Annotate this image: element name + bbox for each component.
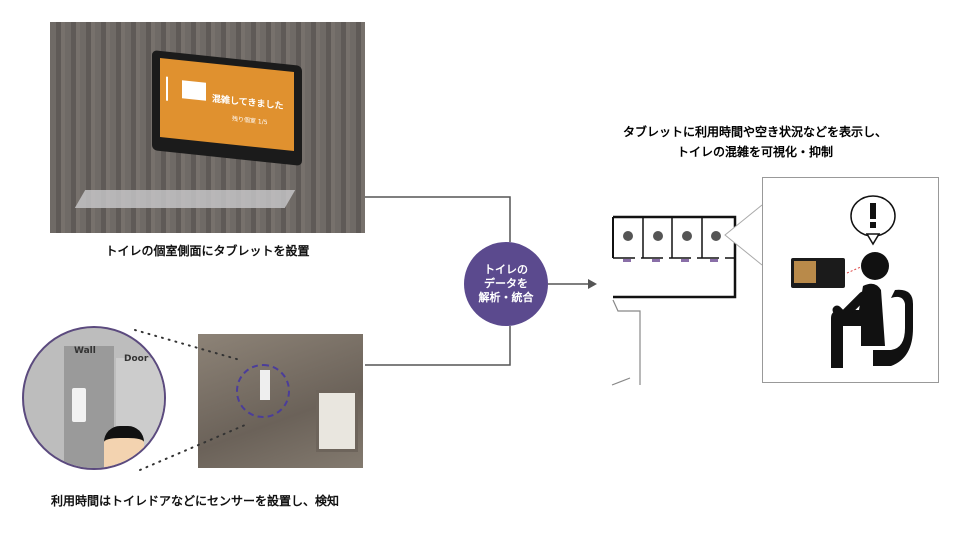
callout-pointer — [724, 204, 763, 266]
right-title: タブレットに利用時間や空き状況などを表示し、 トイレの混雑を可視化・抑制 — [560, 122, 950, 162]
flow-line-bottom — [365, 326, 511, 366]
hub-line-2: データを — [484, 277, 528, 290]
sensor-highlight-circle — [236, 364, 290, 418]
zoom-line-top — [134, 329, 241, 361]
zoom-line-bottom — [139, 424, 246, 471]
person-head-icon — [104, 426, 144, 468]
flow-line-top — [365, 196, 511, 242]
door-sensor-marks — [623, 259, 718, 262]
person-sitting-on-toilet-icon — [791, 195, 913, 368]
toilet-icons — [623, 231, 721, 241]
tablet-small-icon — [791, 258, 864, 288]
sensor-photo — [198, 334, 363, 468]
right-title-line-1: タブレットに利用時間や空き状況などを表示し、 — [622, 125, 887, 139]
exclamation-bubble-icon — [850, 195, 896, 246]
toilet-floor-plan — [611, 215, 737, 386]
user-callout — [762, 177, 939, 383]
data-analysis-hub: トイレの データを 解析・統合 — [464, 242, 548, 326]
sensor-illustration: Wall Door — [22, 326, 166, 470]
right-title-line-2: トイレの混雑を可視化・抑制 — [676, 145, 833, 159]
top-caption: トイレの個室側面にタブレットを設置 — [105, 244, 310, 258]
window — [316, 390, 358, 452]
hub-line-3: 解析・統合 — [478, 291, 534, 304]
door-label: Door — [124, 354, 149, 364]
arrow-head-icon — [588, 279, 597, 289]
wall-label: Wall — [74, 346, 96, 356]
bottom-caption: 利用時間はトイレドアなどにセンサーを設置し、検知 — [50, 494, 339, 508]
hub-line-1: トイレの — [484, 263, 528, 276]
sensor-icon — [72, 388, 86, 422]
